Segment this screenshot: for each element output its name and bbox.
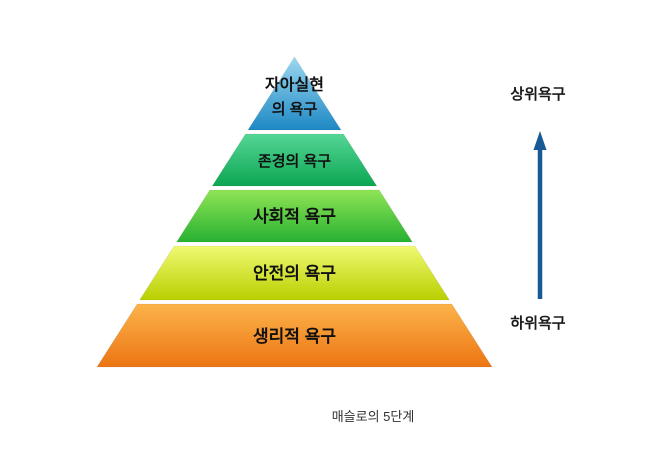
pyramid-level-safety xyxy=(139,245,450,301)
lower-needs-label: 하위욕구 xyxy=(510,315,565,332)
level-5-label: 생리적 욕구 xyxy=(253,327,336,346)
higher-needs-label: 상위욕구 xyxy=(510,86,565,103)
level-1-label-line1: 자아실현 xyxy=(265,75,324,94)
level-1-label-line2: 의 욕구 xyxy=(272,100,318,118)
level-2-label: 존경의 욕구 xyxy=(258,152,331,170)
arrow-head xyxy=(533,131,547,150)
pyramid-level-esteem xyxy=(211,133,378,187)
level-3-label: 사회적 욕구 xyxy=(253,207,336,226)
pyramid-level-self-actualization xyxy=(247,56,342,131)
pyramid-level-physiological xyxy=(96,303,493,368)
level-4-label: 안전의 욕구 xyxy=(253,264,336,283)
diagram-caption: 매슬로의 5단계 xyxy=(332,409,415,424)
pyramid-level-social xyxy=(176,189,413,243)
upward-arrow-icon xyxy=(533,131,547,299)
